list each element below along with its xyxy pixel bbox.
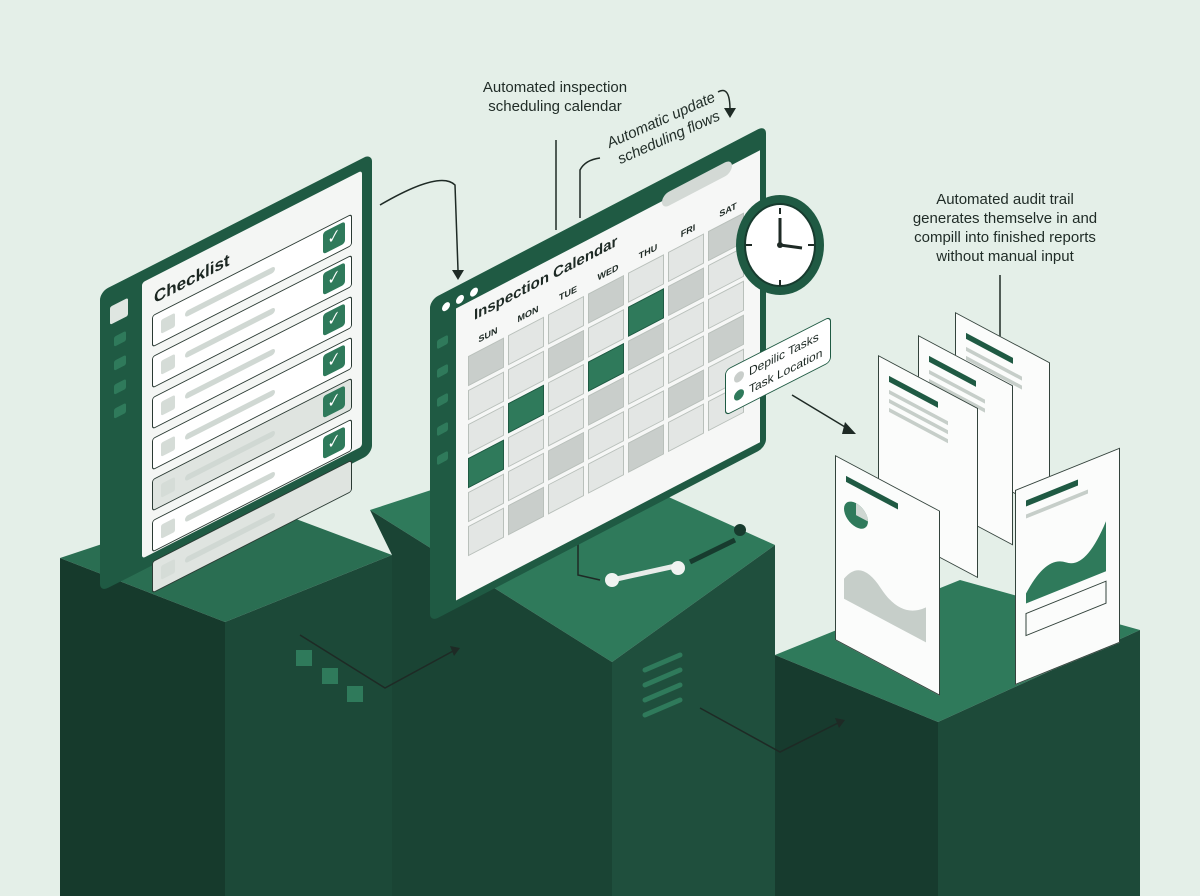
right-block-front xyxy=(775,655,938,896)
sidebar-icon[interactable] xyxy=(437,392,448,408)
sidebar-icon[interactable] xyxy=(114,378,126,395)
calendar-annotation: Automated inspection scheduling calendar xyxy=(455,78,655,116)
middle-block-side xyxy=(612,545,775,896)
check-icon[interactable]: ✓ xyxy=(323,426,345,460)
legend-dot xyxy=(734,387,744,403)
check-icon[interactable]: ✓ xyxy=(323,385,345,419)
left-block-top xyxy=(60,498,392,622)
arrow-heads xyxy=(450,108,856,728)
checkbox[interactable] xyxy=(161,558,175,580)
clock-icon xyxy=(736,195,824,295)
sidebar-icon[interactable] xyxy=(114,402,126,419)
sidebar-icon[interactable] xyxy=(437,450,448,466)
sidebar-icon[interactable] xyxy=(437,334,448,350)
sidebar-icon[interactable] xyxy=(437,363,448,379)
left-block-front xyxy=(60,558,225,896)
check-icon[interactable]: ✓ xyxy=(323,344,345,378)
sidebar-icon[interactable] xyxy=(114,354,126,371)
audit-annotation-line: Automated audit trail xyxy=(936,191,1074,208)
sidebar-icon[interactable] xyxy=(114,330,126,347)
report-document xyxy=(1015,447,1120,685)
window-dot[interactable] xyxy=(442,300,450,313)
checkbox[interactable] xyxy=(161,435,175,457)
calendar-annotation-line: scheduling calendar xyxy=(488,98,622,115)
report-charts xyxy=(844,501,926,643)
sidebar-icon[interactable] xyxy=(110,297,128,325)
audit-annotation-line: compill into finished reports xyxy=(914,229,1096,246)
report-document xyxy=(835,455,940,696)
check-icon[interactable]: ✓ xyxy=(323,303,345,337)
mini-checks xyxy=(296,650,363,702)
checkbox[interactable] xyxy=(161,517,175,539)
checkbox[interactable] xyxy=(161,312,175,334)
audit-annotation-line: generates themselve in and xyxy=(912,210,1098,227)
audit-annotation: Automated audit trail generates themselv… xyxy=(890,190,1120,266)
legend-dot xyxy=(734,369,744,385)
right-block-side xyxy=(938,630,1140,896)
checkbox[interactable] xyxy=(161,394,175,416)
check-icon[interactable]: ✓ xyxy=(323,262,345,296)
sidebar-icon[interactable] xyxy=(437,421,448,437)
check-icon[interactable]: ✓ xyxy=(323,221,345,255)
checkbox[interactable] xyxy=(161,353,175,375)
checklist-sidebar xyxy=(108,296,132,436)
slider-toggle xyxy=(605,524,746,587)
calendar-annotation-line: Automated inspection xyxy=(482,79,628,96)
left-block-side xyxy=(225,555,392,896)
checkbox[interactable] xyxy=(161,476,175,498)
list-lines-icon xyxy=(642,652,683,718)
calendar-sidebar xyxy=(437,334,448,486)
report-area-chart xyxy=(1025,521,1107,637)
audit-annotation-line: without manual input xyxy=(936,248,1074,265)
